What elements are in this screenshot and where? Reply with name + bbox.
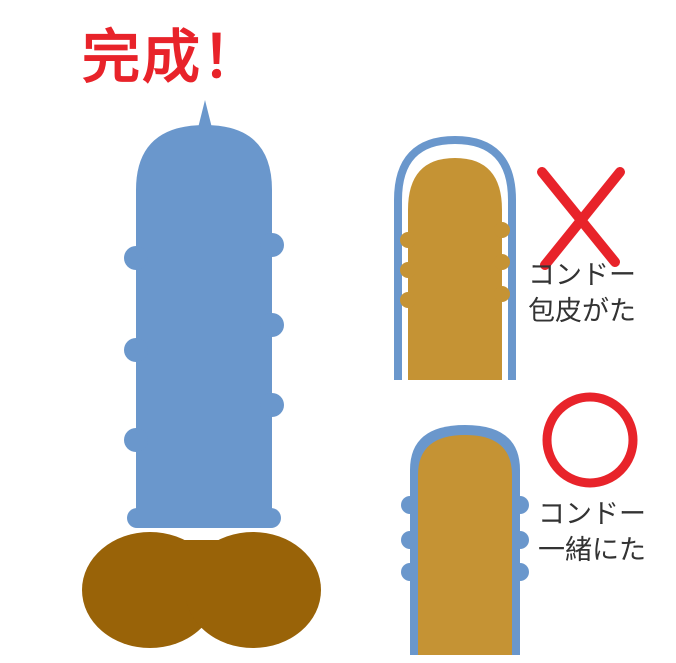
condom-body [136,125,272,520]
caption-line: 包皮がた [528,296,636,328]
shaft-skin [418,435,512,655]
wrong-example-figure [394,135,516,380]
circle-mark [542,392,638,488]
shaft-skin [408,158,502,380]
wrong-example-caption: コンドー 包皮がた [528,258,636,331]
ridge [511,496,529,514]
ridge [124,338,148,362]
x-mark-stroke [540,167,625,270]
ridge [400,292,416,308]
ridge [494,222,510,238]
ridge [494,254,510,270]
page-title: 完成！ [82,23,263,91]
ridge [401,496,419,514]
caption-line: 一緒にた [538,535,646,567]
caption-line: コンドー [528,260,636,291]
ridge [401,563,419,581]
condom-tip [198,100,212,128]
condom-rim [127,508,281,528]
ridge [400,232,416,248]
caption-line: コンドー [538,499,646,530]
ridge [124,428,148,452]
right-example-caption: コンドー 一緒にた [538,497,646,570]
ridge [494,286,510,302]
ridge [124,246,148,270]
ridge [511,563,529,581]
ridge [400,262,416,278]
ridge [260,393,284,417]
ridge [260,233,284,257]
x-mark [537,167,625,270]
right-example-figure [401,425,529,655]
ridge [260,313,284,337]
finished-figure [82,100,321,648]
ridge [401,531,419,549]
scrotum-bridge [135,540,270,600]
ridge [511,531,529,549]
condom-outline-loose [394,135,516,380]
